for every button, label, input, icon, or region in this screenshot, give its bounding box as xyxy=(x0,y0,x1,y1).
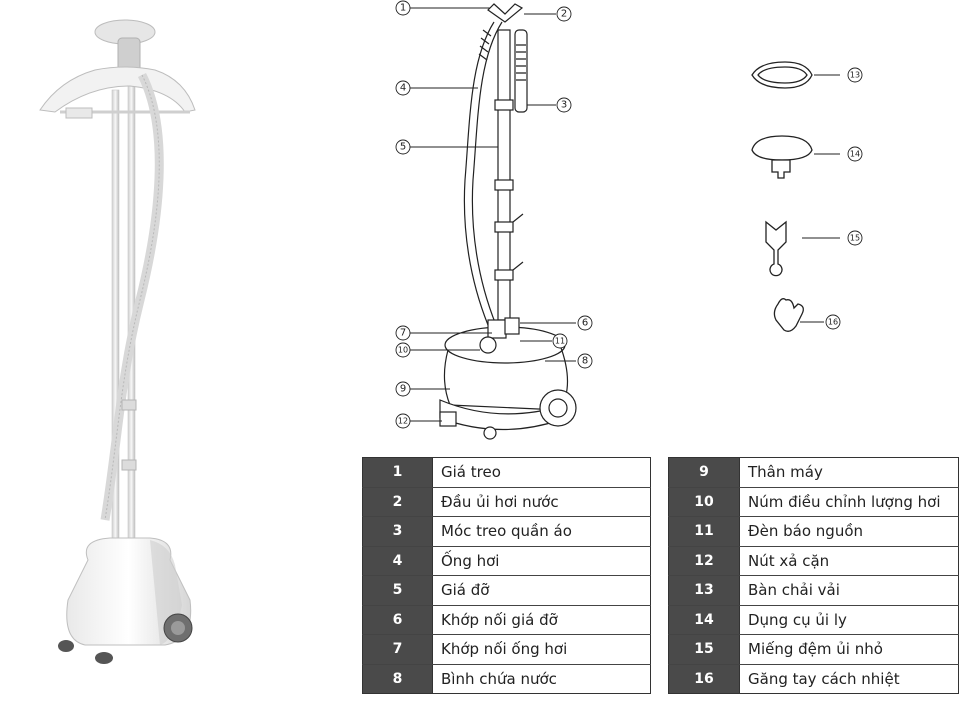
part-name: Đèn báo nguồn xyxy=(739,516,959,547)
callout-12: 12 xyxy=(398,417,408,426)
callout-2: 2 xyxy=(561,9,567,20)
part-name: Ống hơi xyxy=(432,546,651,576)
callout-13: 13 xyxy=(850,71,860,80)
part-name: Bàn chải vải xyxy=(739,575,959,606)
part-name: Găng tay cách nhiệt xyxy=(748,669,900,688)
callout-7: 7 xyxy=(400,328,406,339)
callout-8: 8 xyxy=(582,356,588,367)
part-number: 9 xyxy=(668,457,740,488)
part-number: 4 xyxy=(362,546,433,576)
part-number: 10 xyxy=(668,487,740,517)
part-name: Núm điều chỉnh lượng hơi xyxy=(739,487,959,517)
callout-6: 6 xyxy=(582,318,588,329)
part-number: 8 xyxy=(362,664,433,694)
table-row: 16 Găng tay cách nhiệt xyxy=(668,664,959,694)
steamer-diagram: 1 2 3 4 5 6 7 8 9 10 11 12 xyxy=(395,0,593,440)
part-number: 14 xyxy=(668,605,740,635)
callout-5: 5 xyxy=(400,142,406,153)
part-name: Bình chứa nước xyxy=(441,669,557,688)
callout-1: 1 xyxy=(400,3,406,14)
table-row: 8 Bình chứa nước xyxy=(362,664,651,694)
part-name: Miếng đệm ủi nhỏ xyxy=(739,634,959,665)
part-name: Nút xả cặn xyxy=(739,546,959,576)
callout-14: 14 xyxy=(850,150,860,159)
callout-11: 11 xyxy=(555,337,565,346)
accessories-diagram: 13 14 15 16 xyxy=(751,61,863,332)
part-number: 13 xyxy=(668,575,740,606)
part-number: 3 xyxy=(362,516,433,547)
part-name: Móc treo quần áo xyxy=(432,516,651,547)
part-number: 2 xyxy=(362,487,433,517)
callout-15: 15 xyxy=(850,234,860,243)
part-number: 5 xyxy=(362,575,433,606)
part-number: 6 xyxy=(362,605,433,635)
part-name: Dụng cụ ủi ly xyxy=(739,605,959,635)
part-name: Giá đỡ xyxy=(432,575,651,606)
part-name: Khớp nối giá đỡ xyxy=(432,605,651,635)
part-name: Thân máy xyxy=(739,457,959,488)
part-number: 7 xyxy=(362,634,433,665)
part-number: 15 xyxy=(668,634,740,665)
callout-4: 4 xyxy=(400,83,406,94)
part-name: Giá treo xyxy=(432,457,651,488)
part-number: 12 xyxy=(668,546,740,576)
callout-3: 3 xyxy=(561,100,567,111)
part-number: 16 xyxy=(668,664,740,694)
product-photo xyxy=(39,19,196,664)
part-name: Đầu ủi hơi nước xyxy=(432,487,651,517)
callout-10: 10 xyxy=(398,346,408,355)
part-name: Khớp nối ống hơi xyxy=(432,634,651,665)
part-number: 1 xyxy=(362,457,433,488)
callout-9: 9 xyxy=(400,384,406,395)
callout-16: 16 xyxy=(828,318,838,327)
part-number: 11 xyxy=(668,516,740,547)
